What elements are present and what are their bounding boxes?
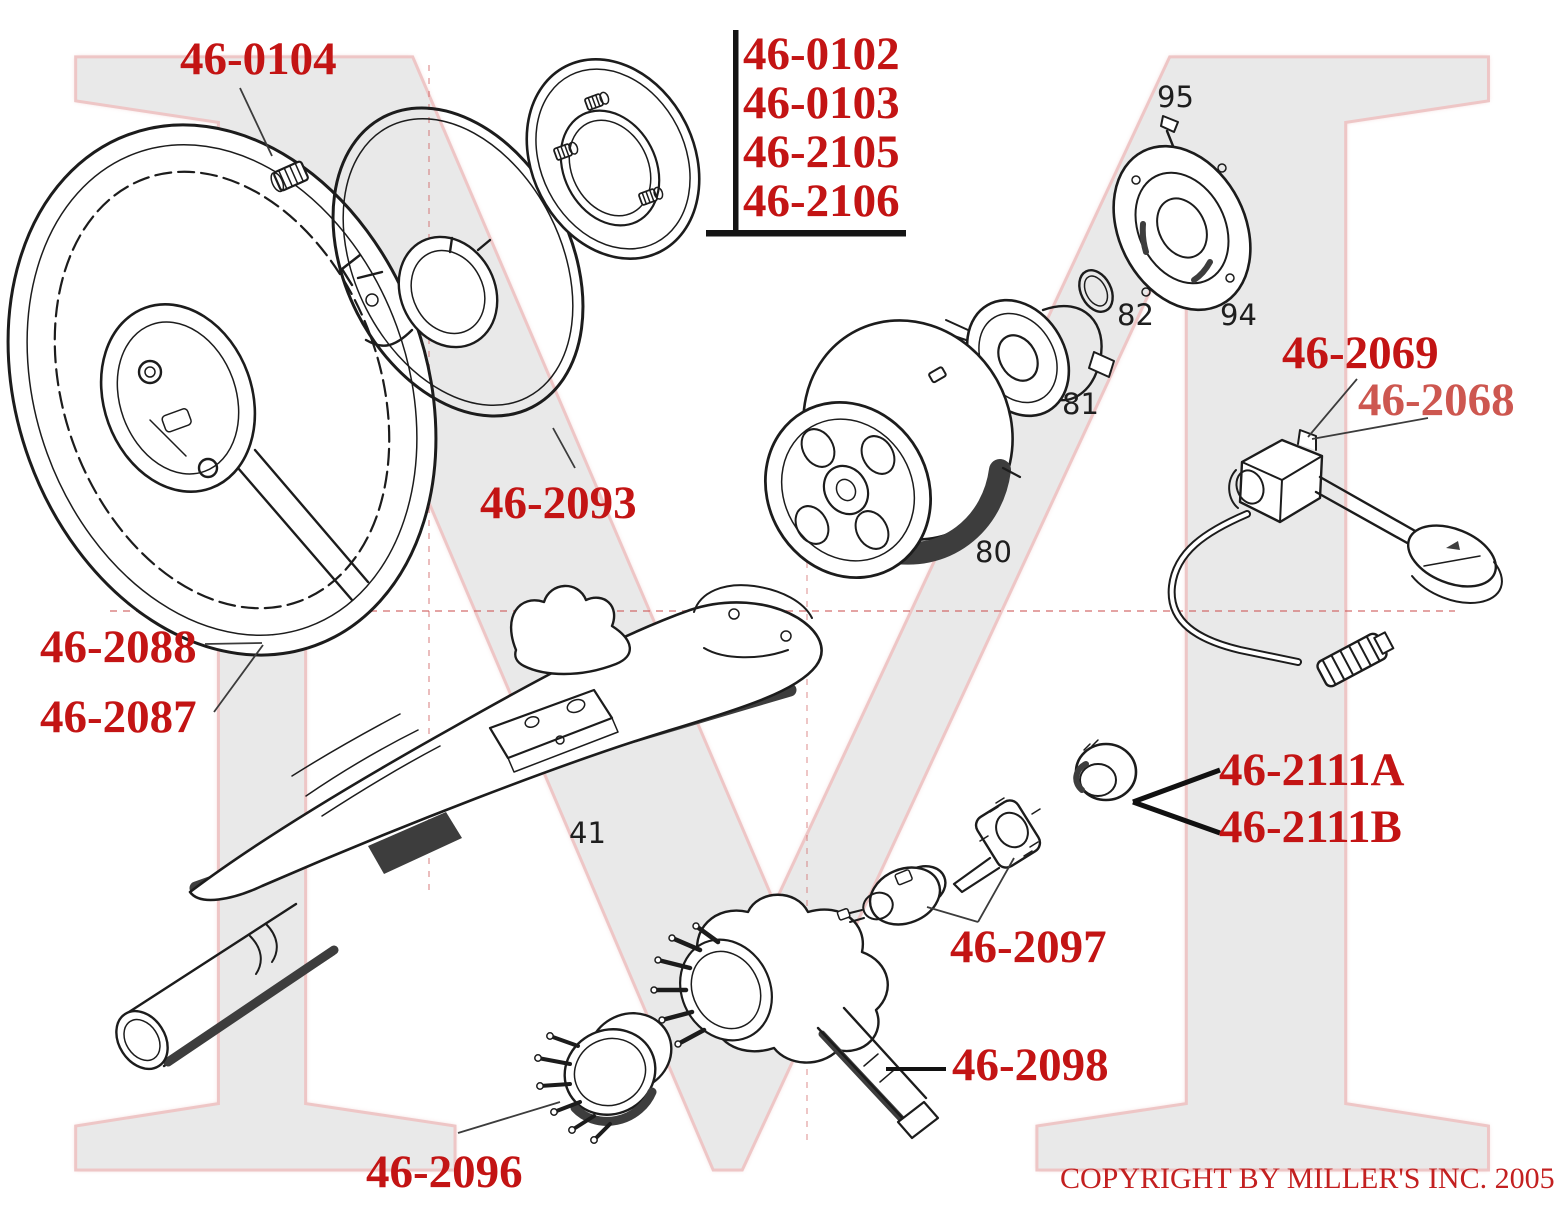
column-bushing-drawing — [1073, 739, 1138, 802]
part-label-46-0103: 46-0103 — [743, 76, 900, 129]
set-screw-drawing — [270, 160, 309, 193]
screw-95-drawing — [1160, 115, 1179, 148]
part-label-46-2087: 46-2087 — [40, 691, 197, 743]
part-label-46-2106: 46-2106 — [743, 174, 900, 227]
watermark-speckle-line-vertical-mid — [806, 560, 808, 1140]
bearing-housing-80-drawing — [763, 319, 1022, 580]
cover-plate-94-drawing — [1112, 144, 1252, 312]
dished-plate-drawing — [525, 58, 701, 260]
plate-screw-icon — [638, 186, 664, 206]
item-number-82: 82 — [1117, 298, 1154, 332]
part-label-46-2111A: 46-2111A — [1219, 744, 1405, 796]
part-label-46-0102: 46-0102 — [743, 28, 900, 80]
item-number-81: 81 — [1062, 387, 1099, 421]
part-label-46-2098: 46-2098 — [952, 1039, 1109, 1091]
part-label-46-0104: 46-0104 — [180, 33, 337, 85]
ignition-switch-drawing — [650, 893, 940, 1140]
column-housing-41-drawing — [115, 584, 823, 1071]
item-number-94: 94 — [1220, 298, 1257, 332]
item-number-95: 95 — [1157, 80, 1194, 114]
part-label-46-2111B: 46-2111B — [1219, 801, 1402, 853]
item-number-80: 80 — [975, 535, 1012, 569]
turn-signal-switch-drawing — [1167, 429, 1503, 688]
part-label-46-2068: 46-2068 — [1358, 374, 1515, 426]
leader-lines — [204, 87, 1429, 1134]
group-box-bracket — [706, 30, 906, 237]
plate-screw-icon — [553, 141, 579, 161]
item-number-41: 41 — [569, 816, 606, 850]
copyright-notice: COPYRIGHT BY MILLER'S INC. 2005 — [1060, 1162, 1555, 1195]
o-ring-82-drawing — [1078, 269, 1114, 313]
lock-cylinder-drawing — [836, 865, 947, 926]
grouped-part-labels: 46-0102 46-0103 46-2105 46-2106 — [743, 30, 900, 226]
part-label-46-2069: 46-2069 — [1282, 327, 1439, 379]
part-label-46-2088: 46-2088 — [40, 621, 197, 673]
ignition-key-drawing — [952, 797, 1042, 894]
part-label-46-2096: 46-2096 — [366, 1146, 523, 1198]
steering-wheel-drawing — [6, 123, 438, 657]
plate-screw-icon — [584, 91, 610, 111]
part-label-46-2105: 46-2105 — [743, 125, 900, 178]
multi-pin-connector-drawing — [534, 1012, 673, 1144]
part-label-46-2093: 46-2093 — [480, 477, 637, 529]
part-label-46-2097: 46-2097 — [950, 921, 1107, 973]
